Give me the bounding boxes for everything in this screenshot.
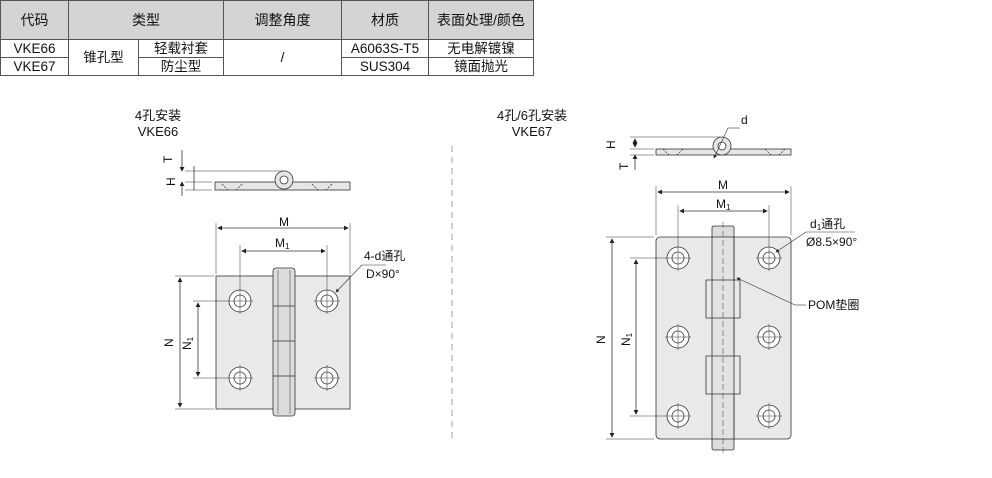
cell-finish: 镜面抛光 [428, 57, 534, 76]
left-front-view [175, 223, 386, 417]
right-side-view [630, 127, 792, 170]
left-dim-T: T [161, 155, 175, 163]
cell-type-b: 轻载衬套 [138, 39, 224, 58]
left-hole [227, 288, 253, 314]
right-hole [665, 245, 691, 271]
cell-angle: / [223, 39, 342, 76]
left-hole [314, 288, 340, 314]
right-front-view [606, 186, 855, 456]
right-hole [665, 324, 691, 350]
right-model-label: VKE67 [511, 124, 553, 139]
left-dim-N1: N1 [180, 336, 195, 350]
cell-finish: 无电解镀镍 [428, 39, 534, 58]
left-hole [227, 365, 253, 391]
cell-type-b: 防尘型 [138, 57, 224, 76]
right-dim-N1: N1 [619, 332, 634, 346]
header-finish: 表面处理/颜色 [428, 0, 534, 40]
table-header-row: 代码 类型 调整角度 材质 表面处理/颜色 [0, 0, 534, 40]
right-hole [665, 403, 691, 429]
cell-type-a: 锥孔型 [68, 39, 139, 76]
left-hole-note-1: 4-d通孔 [364, 249, 405, 263]
right-dim-H: H [604, 140, 618, 149]
right-hole [756, 403, 782, 429]
right-hole [756, 324, 782, 350]
right-hole-note-2: Ø8.5×90° [806, 235, 857, 249]
right-hole-note-1: d1通孔 [810, 217, 845, 232]
right-dim-M1: M1 [716, 197, 731, 212]
right-title: 4孔/6孔安装 VKE67 [484, 108, 580, 140]
right-dim-T: T [617, 162, 631, 170]
right-dim-N: N [594, 335, 608, 344]
left-dim-H: H [164, 177, 178, 186]
right-dim-M: M [718, 178, 728, 192]
left-hole-note-2: D×90° [366, 267, 400, 281]
cell-material: A6063S-T5 [341, 39, 429, 58]
right-hole [756, 245, 782, 271]
left-model-label: VKE66 [137, 124, 179, 139]
left-dim-M1: M1 [275, 236, 290, 251]
table-row: VKE67 防尘型 SUS304 镜面抛光 [0, 57, 534, 76]
right-dim-d: d [741, 113, 748, 127]
left-dim-N: N [162, 338, 176, 347]
cell-code: VKE67 [0, 57, 69, 76]
table-row: VKE66 锥孔型 轻载衬套 / A6063S-T5 无电解镀镍 [0, 39, 534, 76]
left-dim-M: M [279, 215, 289, 229]
left-install-label: 4孔安装 [134, 108, 182, 123]
right-install-label: 4孔/6孔安装 [496, 108, 568, 123]
washer-label: POM垫圈 [808, 297, 859, 312]
left-side-view [179, 150, 351, 196]
header-code: 代码 [0, 0, 69, 40]
spec-table: 代码 类型 调整角度 材质 表面处理/颜色 VKE66 锥孔型 轻载衬套 / A… [0, 0, 534, 76]
left-title: 4孔安装 VKE66 [118, 108, 198, 140]
left-hole [314, 365, 340, 391]
